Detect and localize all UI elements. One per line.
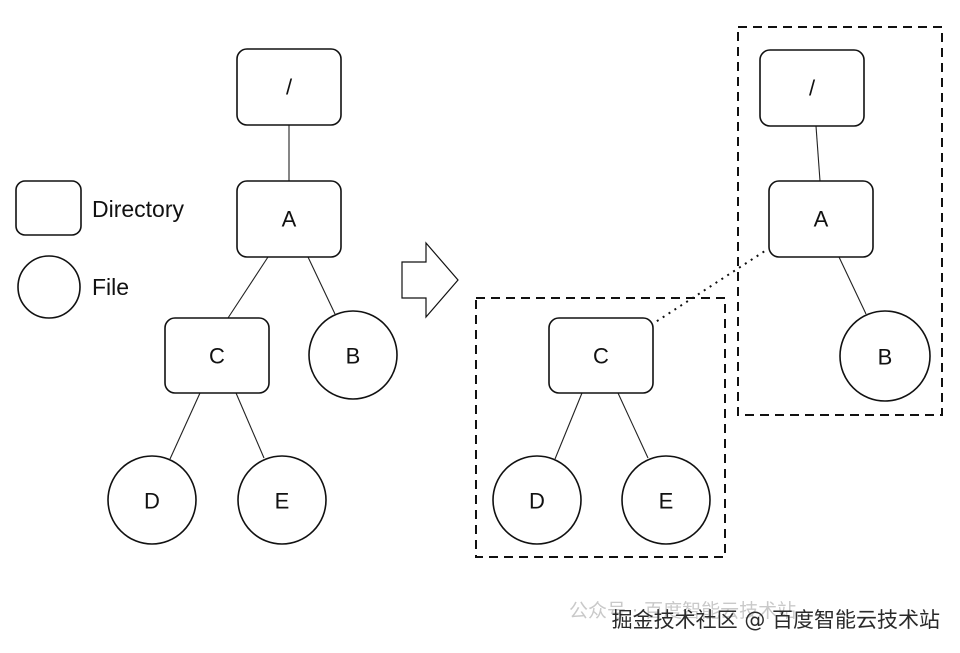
edge-a-b <box>307 256 336 315</box>
left-node-root: / <box>236 48 342 126</box>
node-label: B <box>346 344 361 369</box>
directory-box <box>164 317 270 394</box>
directory-box <box>236 180 342 258</box>
left-node-d: D <box>107 455 197 545</box>
directory-box <box>548 317 654 394</box>
node-label: C <box>209 344 225 369</box>
right-node-e: E <box>621 455 711 545</box>
node-label: / <box>809 76 816 101</box>
file-circle <box>308 310 398 400</box>
watermark-text: 掘金技术社区 @ 百度智能云技术站 <box>612 608 940 632</box>
watermark-faint-text: 公众号 · 百度智能云技术站 <box>569 600 796 622</box>
legend-directory-swatch <box>15 180 82 236</box>
edge-c-d <box>554 392 583 460</box>
legend-directory-label: Directory <box>92 196 185 222</box>
node-label: B <box>878 345 893 370</box>
transform-arrow-icon <box>401 241 459 319</box>
node-label: A <box>282 207 297 232</box>
watermark: 公众号 · 百度智能云技术站 掘金技术社区 @ 百度智能云技术站 <box>569 600 940 632</box>
right-node-root: / <box>759 49 865 127</box>
node-label: E <box>275 489 290 514</box>
legend: Directory File <box>15 180 185 319</box>
file-circle <box>492 455 582 545</box>
right-node-c: C <box>548 317 654 394</box>
right-tree-edges <box>554 125 867 460</box>
file-circle <box>839 310 931 402</box>
left-node-c: C <box>164 317 270 394</box>
node-label: / <box>286 75 293 100</box>
node-label: E <box>659 489 674 514</box>
right-node-d: D <box>492 455 582 545</box>
left-node-a: A <box>236 180 342 258</box>
edge-a-b <box>838 256 867 315</box>
directory-box <box>236 48 342 126</box>
legend-file-swatch <box>17 255 81 319</box>
edge-a-c <box>227 256 269 319</box>
file-circle <box>621 455 711 545</box>
file-circle <box>107 455 197 545</box>
right-node-a: A <box>768 180 874 258</box>
left-tree-edges <box>169 125 336 460</box>
right-node-b: B <box>839 310 931 402</box>
directory-box <box>768 180 874 258</box>
directory-box <box>759 49 865 127</box>
left-node-e: E <box>237 455 327 545</box>
left-node-b: B <box>308 310 398 400</box>
legend-file-label: File <box>92 274 129 300</box>
edge-c-d <box>169 392 201 460</box>
subtree-frame-right <box>737 26 943 416</box>
node-label: A <box>814 207 829 232</box>
left-tree: / A C B D E <box>107 48 398 545</box>
node-label: D <box>529 489 545 514</box>
detached-link <box>650 248 769 326</box>
node-label: D <box>144 489 160 514</box>
edge-root-a <box>815 125 821 182</box>
subtree-frame-left <box>475 297 726 558</box>
edge-c-e <box>235 392 265 459</box>
file-circle <box>237 455 327 545</box>
edge-c-e <box>617 392 649 459</box>
node-label: C <box>593 344 609 369</box>
right-tree: / A B C D E <box>492 49 931 545</box>
